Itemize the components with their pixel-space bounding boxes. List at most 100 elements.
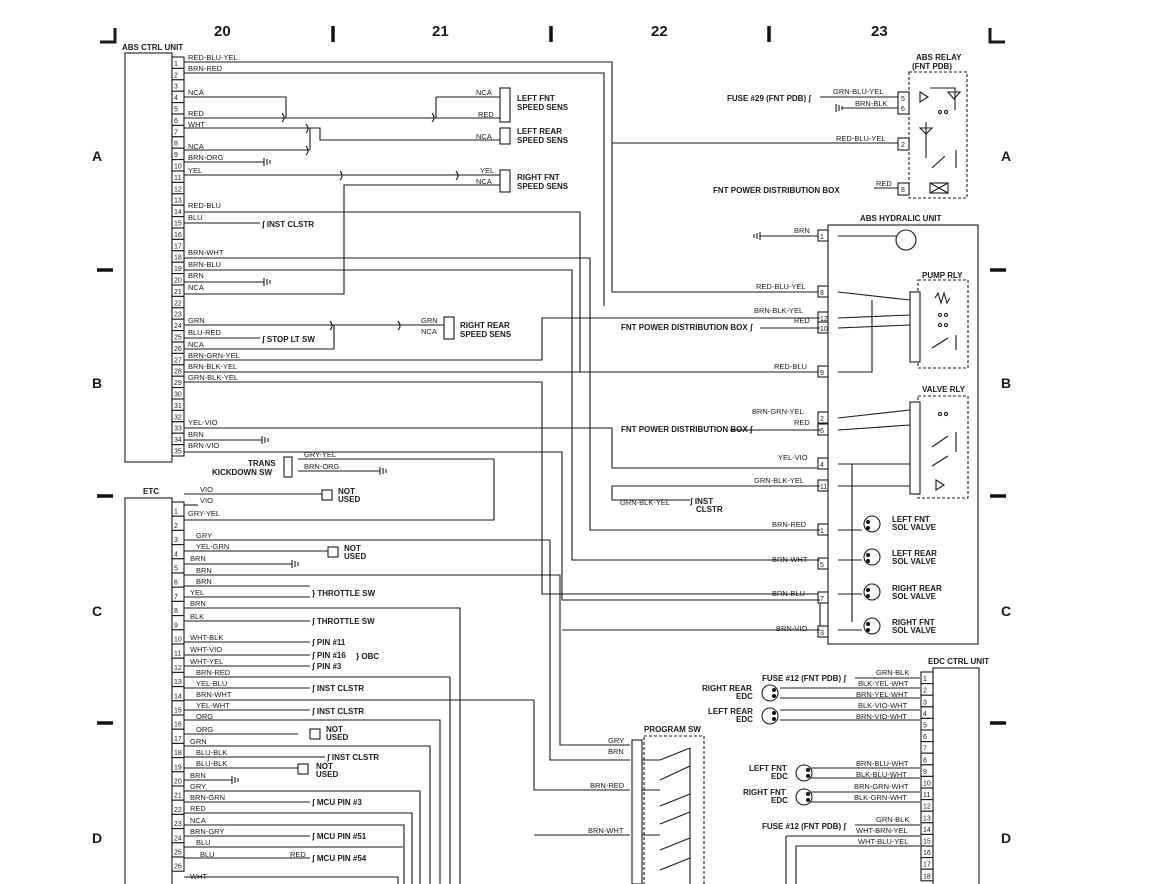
wire-label: BRN-RED [590,781,625,790]
pin-number: 21 [174,289,182,296]
wire-label: GRN-BLK-YEL [754,476,804,485]
ground-icon [263,278,271,286]
pin-number: 5 [923,723,927,730]
pump-rly-label: PUMP RLY [922,271,963,280]
mcu-pin-label: ʃ MCU PIN #51 [311,832,367,841]
pin-number: 35 [174,449,182,456]
pin-number: 17 [174,243,182,250]
pin-number: 10 [820,326,828,333]
wire-label: BRN-VIO-WHT [856,712,907,721]
abs-relay-title: ABS RELAY(FNT PDB) [912,53,962,71]
row-label: D [1001,830,1011,846]
inst-clstr-label: ʃ INST CLSTR [311,684,364,693]
wire-label: BRN [190,599,206,608]
column-label: 20 [214,23,231,40]
pin-number: 18 [174,255,182,262]
pin-number: 2 [174,72,178,79]
program-sw-title: PROGRAM SW [644,725,701,734]
wire-label: BRN-RED [772,520,807,529]
pin-cell [817,411,829,424]
column-label: 21 [432,23,449,40]
wire-label: BRN-ORG [304,462,340,471]
pin-cell [817,365,829,378]
wire-label: BRN-GRY [190,827,224,836]
row-label: D [92,830,102,846]
pin-cell [817,285,829,298]
pin-number: 24 [174,323,182,330]
wire-label: WHT [190,872,207,881]
pin-number: 5 [174,566,178,573]
wire-label: GRN-BLK [876,815,909,824]
wire-label: YEL [480,166,494,175]
pin-number: 26 [174,864,182,871]
program-switch: PROGRAM SW GRY BRN BRN-RED BRN-WHT [588,725,705,884]
wire-label: BRN [196,566,212,575]
wire-label: ORG [196,725,213,734]
pin-number: 6 [901,106,905,113]
inst-clstr-label: ʃ INST CLSTR [326,753,379,762]
pin-number: 7 [174,594,178,601]
abs-ctrl-pins: 1234567891011121314151617181920212223242… [171,56,185,457]
wire-label: NCA [421,327,437,336]
row-label: A [92,148,102,164]
wire-label: BRN-BLU [188,260,221,269]
pin-number: 28 [174,369,182,376]
pin-number: 8 [923,757,927,764]
pin-number: 21 [174,793,182,800]
wire-label: BRN-GRN-YEL [752,407,804,416]
wire-label: BRN-RED [188,64,223,73]
fuse-12-label: FUSE #12 (FNT PDB) ʃ [762,822,846,831]
pin-number: 34 [174,437,182,444]
pin-number: 31 [174,403,182,410]
wire-label: WHT-BRN-YEL [856,826,908,835]
wire-label: RED-BLU-YEL [836,134,886,143]
wire-label: RED-BLU-YEL [756,282,806,291]
row-label: B [92,375,102,391]
pin-number: 14 [923,827,931,834]
wire-label: BRN-GRN [190,793,225,802]
pin-number: 22 [174,807,182,814]
fnt-pdb-label: FNT POWER DISTRIBUTION BOX [713,186,840,195]
wire-label: BLK-VIO-WHT [858,701,908,710]
switch-icon [659,747,691,884]
wire-label: ORG [196,712,213,721]
wire-label: WHT-BLU-YEL [858,837,908,846]
pin-number: 6 [923,734,927,741]
wire-label: VIO [200,485,213,494]
sol-valve-icon [863,617,881,635]
wire-label: YEL-BLU [196,679,227,688]
ground-icon [261,436,269,444]
wire-label: GRN [421,316,438,325]
pin-number: 9 [174,622,178,629]
etc-module: ETC 123456789101112131415161718192021222… [124,485,630,884]
pin-number: 13 [174,198,182,205]
pin-number: 11 [174,651,181,658]
pump-motor-icon [838,229,917,251]
wire-label: BRN-GRN-YEL [188,351,240,360]
wire-label: BLU-RED [188,328,222,337]
pin-number: 30 [174,392,182,399]
pin-number: 19 [174,764,182,771]
wire-label: BLU [188,213,203,222]
wire-label: YEL [188,166,202,175]
wire-label: GRY-YEL [188,509,220,518]
fnt-pdb-label: FNT POWER DISTRIBUTION BOX ʃ [621,323,753,332]
pin-number: 11 [174,175,181,182]
pin-number: 15 [174,221,182,228]
row-label: C [1001,603,1011,619]
stop-lt-sw-label: ʃ STOP LT SW [261,335,315,344]
wire-label: BRN-ORG [188,153,224,162]
throttle-sw-label: } THROTTLE SW [312,589,376,598]
wire-label: GRN-BLK-YEL [620,498,670,507]
pin-number: 3 [923,699,927,706]
pin-number: 3 [174,84,178,91]
